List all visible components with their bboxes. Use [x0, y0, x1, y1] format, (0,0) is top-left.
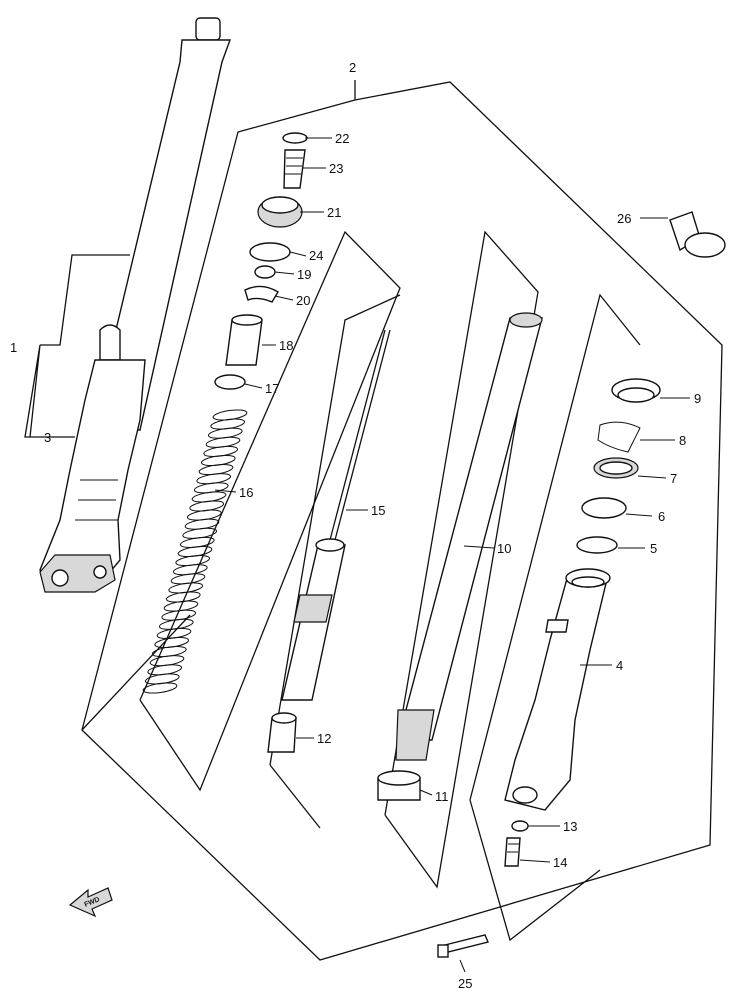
callout-12: 12	[317, 731, 331, 746]
callout-15: 15	[371, 503, 385, 518]
callout-5: 5	[650, 541, 657, 556]
callout-18: 18	[279, 338, 293, 353]
callout-3: 3	[44, 430, 51, 445]
fork-assembly-left	[39, 17, 231, 593]
callout-16: 16	[239, 485, 253, 500]
fork-spring	[142, 409, 248, 694]
seal-rings	[576, 378, 661, 554]
callout-labels: 1 2 3 4 5 6 7 8 9 10 11 12 13 14 15 16 1…	[10, 60, 701, 991]
callout-20: 20	[296, 293, 310, 308]
callout-4: 4	[616, 658, 623, 673]
callout-17: 17	[265, 381, 279, 396]
callout-19: 19	[297, 267, 311, 282]
callout-11: 11	[435, 789, 449, 804]
fork-cover	[669, 211, 726, 258]
spring-coil	[142, 682, 178, 694]
callout-22: 22	[335, 131, 349, 146]
leader-lines	[214, 137, 690, 973]
axle-bolt	[437, 934, 489, 958]
outer-tube-right	[504, 568, 611, 811]
callout-1: 1	[10, 340, 17, 355]
spacer-and-ring	[214, 314, 263, 390]
callout-9: 9	[694, 391, 701, 406]
callout-14: 14	[553, 855, 567, 870]
bolt-and-washer	[504, 820, 529, 867]
callout-23: 23	[329, 161, 343, 176]
inner-tube	[377, 312, 543, 801]
callout-10: 10	[497, 541, 511, 556]
callout-2: 2	[349, 60, 356, 75]
callout-13: 13	[563, 819, 577, 834]
callout-7: 7	[670, 471, 677, 486]
top-cap-parts	[244, 132, 308, 303]
front-arrow-icon: FWD	[68, 887, 113, 918]
callout-26: 26	[617, 211, 631, 226]
callout-6: 6	[658, 509, 665, 524]
callout-8: 8	[679, 433, 686, 448]
callout-21: 21	[327, 205, 341, 220]
callout-25: 25	[458, 976, 472, 991]
damper-rod	[267, 329, 391, 753]
callout-24: 24	[309, 248, 323, 263]
